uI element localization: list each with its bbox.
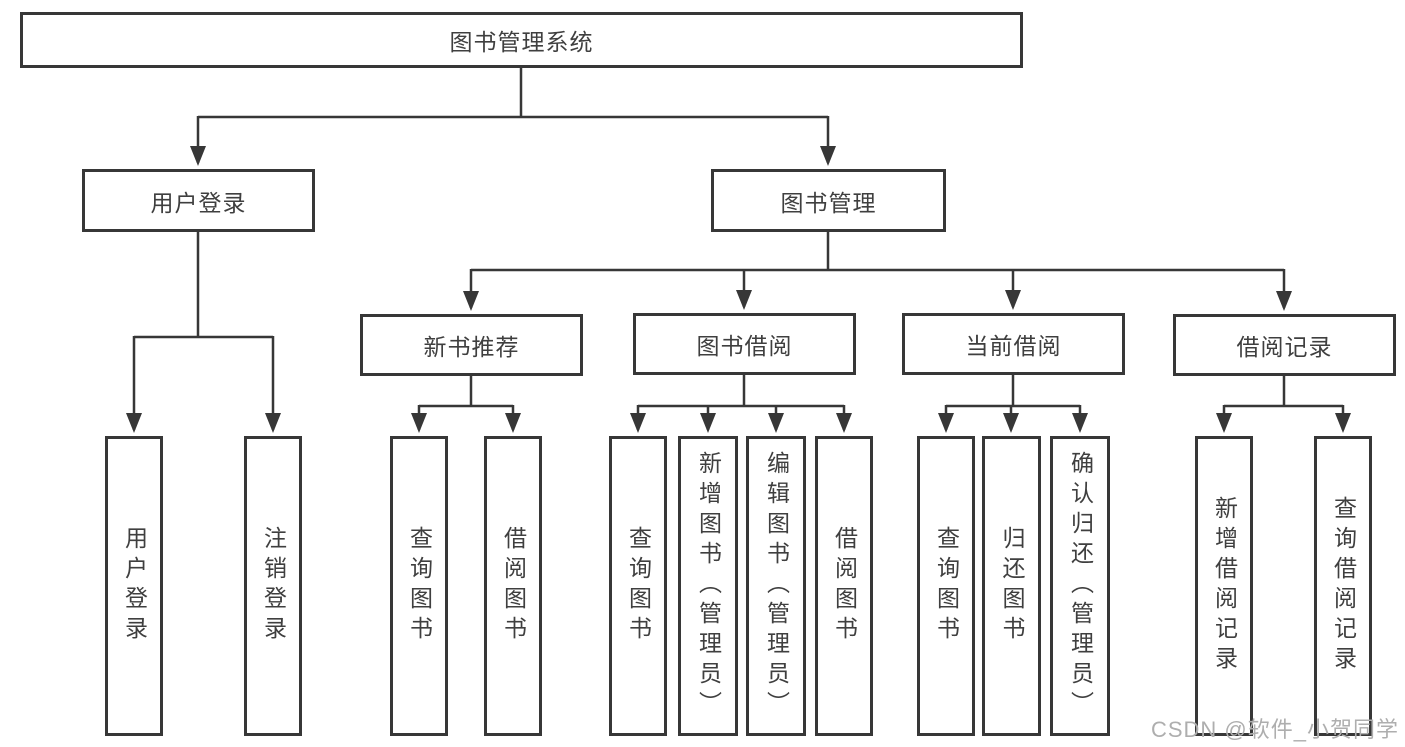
leaf-label: 确认归还（管理员） <box>1067 451 1094 721</box>
leaf-label: 编辑图书（管理员） <box>763 451 790 721</box>
leaf-label: 借阅图书 <box>831 526 858 646</box>
leaf-query-books-2: 查询图书 <box>609 436 667 736</box>
leaf-add-borrow-record: 新增借阅记录 <box>1195 436 1253 736</box>
leaf-label: 查询图书 <box>625 526 652 646</box>
leaf-edit-books-admin: 编辑图书（管理员） <box>746 436 806 736</box>
node-current-borrowing: 当前借阅 <box>902 313 1125 375</box>
node-label: 新书推荐 <box>423 334 520 360</box>
leaf-user-login: 用户登录 <box>105 436 163 736</box>
node-label: 图书借阅 <box>696 333 793 359</box>
leaf-borrow-books-2: 借阅图书 <box>815 436 873 736</box>
node-book-borrowing: 图书借阅 <box>633 313 856 375</box>
leaf-label: 查询图书 <box>406 526 433 646</box>
csdn-watermark: CSDN @软件_小贺同学 <box>1150 717 1399 742</box>
leaf-query-borrow-record: 查询借阅记录 <box>1314 436 1372 736</box>
leaf-logout: 注销登录 <box>244 436 302 736</box>
node-library-management-system: 图书管理系统 <box>20 12 1023 68</box>
leaf-borrow-books-1: 借阅图书 <box>484 436 542 736</box>
node-label: 当前借阅 <box>965 333 1062 359</box>
leaf-label: 查询图书 <box>933 526 960 646</box>
node-label: 借阅记录 <box>1236 334 1333 360</box>
leaf-add-books-admin: 新增图书（管理员） <box>678 436 738 736</box>
leaf-label: 用户登录 <box>121 526 148 646</box>
leaf-label: 注销登录 <box>260 526 287 646</box>
leaf-query-books-3: 查询图书 <box>917 436 975 736</box>
leaf-query-books-1: 查询图书 <box>390 436 448 736</box>
leaf-confirm-return-admin: 确认归还（管理员） <box>1050 436 1110 736</box>
leaf-label: 归还图书 <box>999 526 1025 646</box>
leaf-return-books: 归还图书 <box>982 436 1041 736</box>
leaf-label: 新增借阅记录 <box>1211 496 1238 676</box>
node-label: 用户登录 <box>150 189 247 216</box>
node-borrowing-records: 借阅记录 <box>1173 314 1396 376</box>
node-user-login: 用户登录 <box>82 169 315 232</box>
leaf-label: 查询借阅记录 <box>1330 496 1357 676</box>
leaf-label: 新增图书（管理员） <box>695 451 722 721</box>
node-label: 图书管理 <box>780 189 877 216</box>
node-label: 图书管理系统 <box>449 29 594 55</box>
node-new-book-recommendation: 新书推荐 <box>360 314 583 376</box>
leaf-label: 借阅图书 <box>500 526 527 646</box>
node-book-management: 图书管理 <box>711 169 946 232</box>
